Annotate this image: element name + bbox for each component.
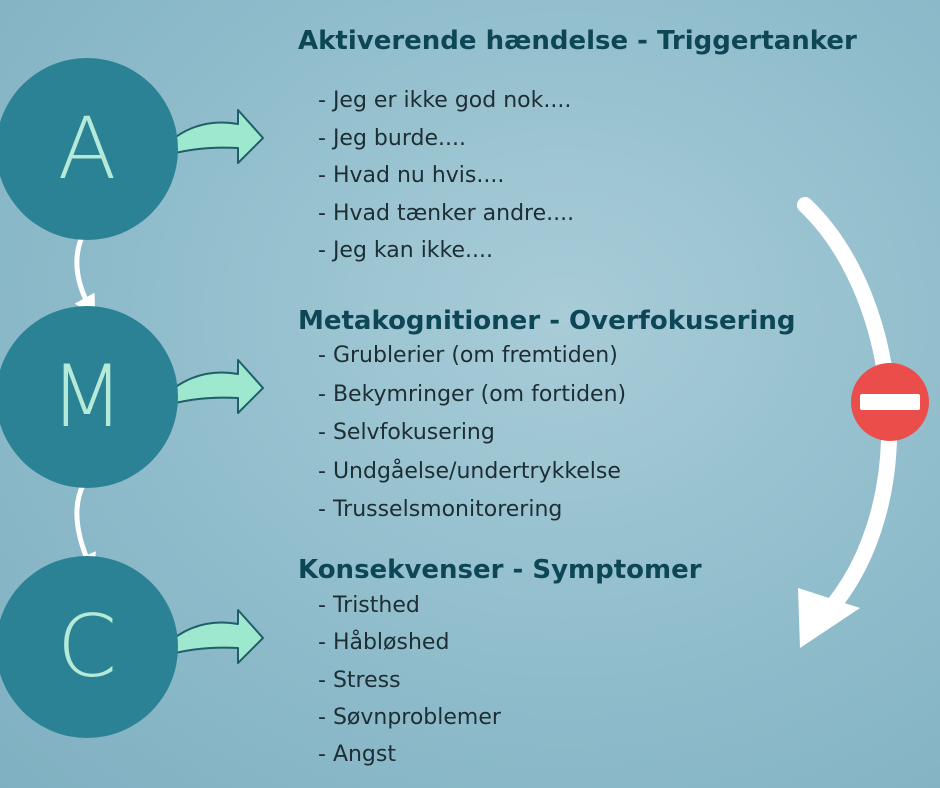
circle-c-letter: C xyxy=(56,597,118,697)
circle-a: A xyxy=(0,58,178,240)
list-item: Bekymringer (om fortiden) xyxy=(318,376,626,415)
list-item: Tristhed xyxy=(318,587,501,624)
list-item: Selvfokusering xyxy=(318,414,626,453)
list-item: Jeg er ikke god nok.... xyxy=(318,82,574,120)
circle-a-letter: A xyxy=(57,99,117,199)
list-item: Håbløshed xyxy=(318,624,501,661)
list-item: Grublerier (om fremtiden) xyxy=(318,337,626,376)
list-item: Jeg burde.... xyxy=(318,120,574,158)
list-item: Trusselsmonitorering xyxy=(318,491,626,530)
heading-meta: Metakognitioner - Overfokusering xyxy=(298,306,796,336)
heading-trigger: Aktiverende hændelse - Triggertanker xyxy=(298,26,857,56)
no-entry-icon xyxy=(851,363,929,441)
circle-m-letter: M xyxy=(49,347,125,447)
list-item: Stress xyxy=(318,662,501,699)
list-item: Hvad tænker andre.... xyxy=(318,195,574,233)
big-curved-arrow xyxy=(797,197,898,648)
list-item: Undgåelse/undertrykkelse xyxy=(318,453,626,492)
list-meta: Grublerier (om fremtiden) Bekymringer (o… xyxy=(318,337,626,530)
list-item: Hvad nu hvis.... xyxy=(318,157,574,195)
list-cons: Tristhed Håbløshed Stress Søvnproblemer … xyxy=(318,587,501,773)
list-trigger: Jeg er ikke god nok.... Jeg burde.... Hv… xyxy=(318,82,574,270)
circle-c: C xyxy=(0,556,178,738)
list-item: Søvnproblemer xyxy=(318,699,501,736)
circle-m: M xyxy=(0,306,178,488)
list-item: Angst xyxy=(318,736,501,773)
list-item: Jeg kan ikke.... xyxy=(318,232,574,270)
heading-cons: Konsekvenser - Symptomer xyxy=(298,555,702,585)
